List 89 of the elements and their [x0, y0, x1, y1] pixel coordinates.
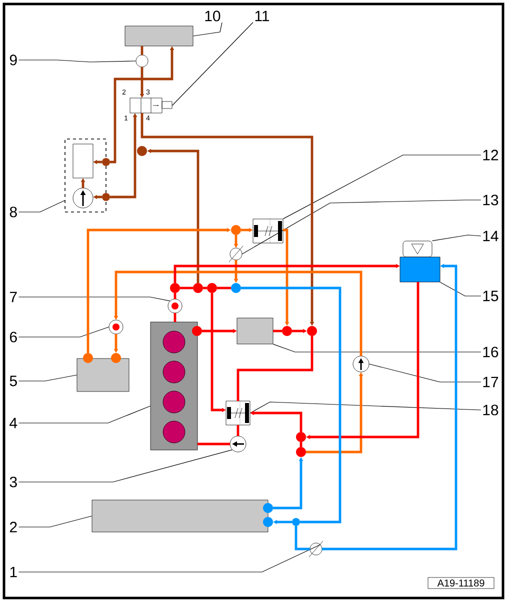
junction-dot	[102, 193, 110, 201]
leader-line	[18, 450, 232, 482]
sensor-symbol	[168, 298, 182, 314]
leader-line	[18, 60, 136, 62]
callout-number: 14	[483, 230, 498, 242]
junction-dot	[83, 353, 93, 363]
coolant-pipe	[198, 442, 230, 446]
junction-dot	[193, 283, 203, 293]
callout-number: 4	[10, 418, 18, 428]
junction-dot	[292, 518, 300, 526]
coolant-pipe	[110, 151, 136, 198]
junction-dot	[102, 158, 110, 166]
junction-dot	[170, 283, 180, 293]
coolant-pipe	[140, 46, 144, 55]
figure-number: A19-11189	[428, 577, 494, 589]
coolant-pipe	[300, 442, 302, 447]
component-box	[124, 26, 194, 46]
engine-block	[150, 322, 198, 450]
expansion-tank	[400, 256, 440, 282]
check-valve-symbol	[308, 540, 324, 558]
pump-symbol	[352, 356, 370, 372]
callout-number: 18	[483, 404, 498, 416]
coolant-pipe	[241, 286, 342, 524]
valve-symbol	[130, 98, 172, 114]
leader-line	[282, 154, 482, 220]
coolant-pipe	[236, 336, 314, 401]
junction-dot	[282, 326, 292, 336]
junction-dot	[207, 283, 217, 293]
check-valve-symbol	[228, 246, 244, 262]
callout-number: 6	[10, 332, 17, 342]
callout-number: 7	[10, 292, 17, 302]
leader-line	[250, 402, 482, 414]
leader-line	[18, 326, 110, 338]
coolant-pipe	[273, 330, 282, 332]
component-box	[72, 144, 94, 178]
coolant-pipe	[236, 425, 240, 436]
junction-dot	[231, 283, 241, 293]
callout-number: 1	[10, 566, 17, 578]
callout-number: 5	[10, 376, 17, 386]
leader-line	[368, 364, 482, 382]
callout-number: 2	[10, 522, 17, 532]
pump-symbol	[72, 188, 94, 208]
callout-number: 9	[10, 54, 17, 66]
coolant-pipe	[294, 526, 310, 550]
callout-number: 12	[483, 150, 498, 160]
leader-line	[18, 516, 92, 528]
leader-line	[172, 22, 254, 106]
thermostat-symbol	[252, 218, 284, 244]
dashed-group-box	[64, 138, 106, 212]
junction-dot	[263, 517, 273, 527]
leader-line	[192, 22, 222, 36]
callout-number: 16	[483, 346, 498, 358]
junction-dot	[296, 447, 306, 457]
callout-number: 15	[483, 290, 498, 302]
coolant-pipe	[174, 293, 176, 299]
callout-number: 17	[483, 376, 498, 388]
component-box	[236, 318, 274, 344]
thermostat-symbol	[226, 400, 250, 426]
leader-line	[432, 234, 482, 242]
pump-symbol	[230, 436, 246, 452]
junction-dot	[263, 503, 273, 513]
leader-line	[18, 406, 151, 424]
junction-dot	[307, 326, 317, 336]
junction-dot	[231, 225, 241, 235]
leader-line	[18, 544, 321, 572]
sensor-symbol	[108, 320, 124, 334]
callout-number: 13	[483, 194, 498, 206]
junction-dot	[137, 146, 147, 156]
leader-line	[242, 200, 482, 254]
junction-dot	[296, 432, 306, 442]
component-box	[76, 358, 130, 392]
coolant-pipe	[174, 313, 176, 322]
leader-line	[18, 296, 170, 302]
leader-line	[18, 200, 65, 212]
leader-line	[18, 374, 78, 382]
coolant-pipe	[217, 286, 231, 290]
callout-number: 11	[255, 10, 270, 22]
callout-number: 8	[10, 206, 17, 218]
circle-symbol	[136, 54, 148, 68]
leader-line	[272, 344, 482, 352]
junction-dot	[192, 326, 202, 336]
coolant-pipe	[203, 286, 207, 290]
junction-dot	[111, 353, 121, 363]
coolant-pipe	[180, 286, 193, 290]
component-box	[92, 500, 268, 532]
tank-cap	[402, 240, 432, 258]
callout-number: 10	[205, 10, 220, 22]
callout-number: 3	[10, 476, 17, 488]
leader-line	[440, 282, 482, 296]
